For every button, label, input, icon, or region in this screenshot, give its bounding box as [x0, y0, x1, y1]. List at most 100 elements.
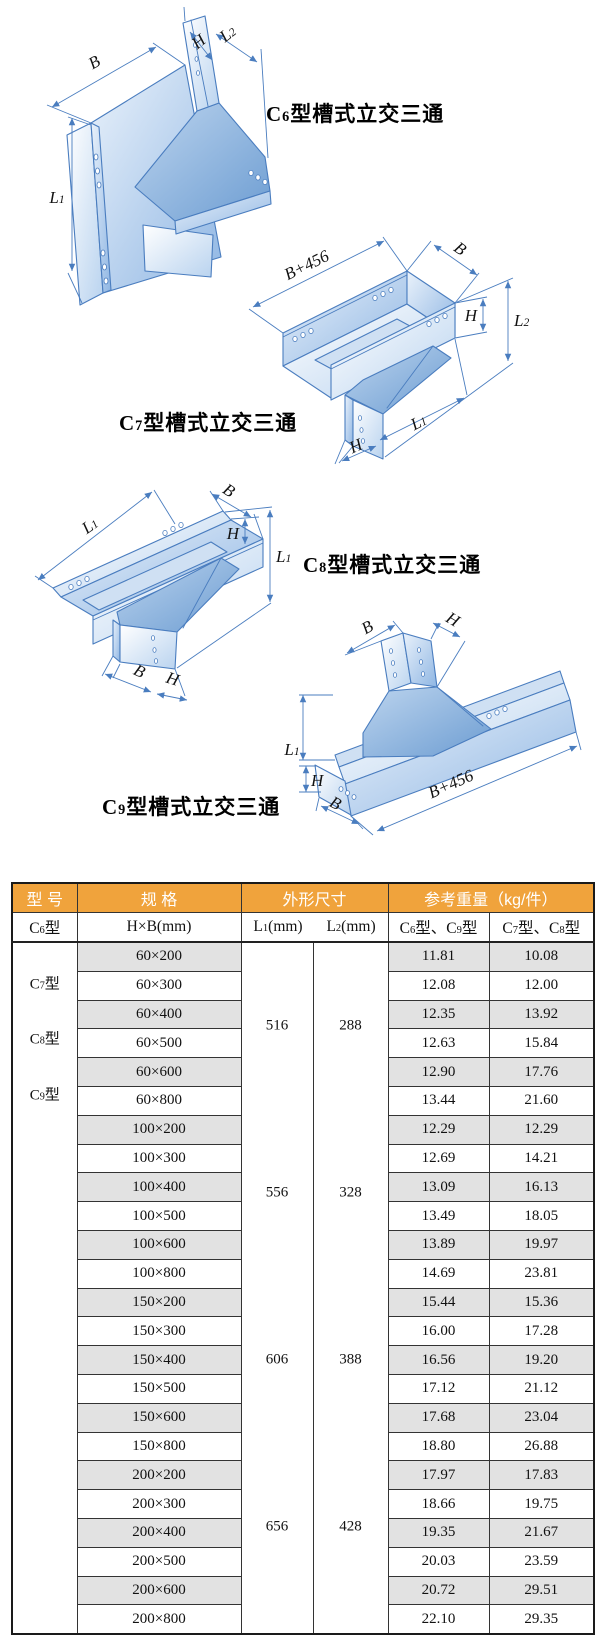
spec-cell: 60×300 [76, 970, 242, 1001]
subheader-l1: L1(mm) [253, 918, 303, 935]
spec-cell: 200×800 [76, 1604, 242, 1635]
subheader-spec: H×B(mm) [76, 912, 242, 943]
weight-c7c8-cell: 12.29 [488, 1114, 595, 1145]
spec-cell: 150×300 [76, 1316, 242, 1347]
weight-c6c9-cell: 20.03 [387, 1546, 490, 1577]
weight-c7c8-cell: 19.97 [488, 1229, 595, 1260]
weight-c7c8-cell: 29.51 [488, 1575, 595, 1606]
spec-cell: 150×400 [76, 1345, 242, 1375]
figure-c7-drawing: B+456 B H L2 L1 H [225, 228, 565, 465]
c7-body [282, 270, 456, 460]
figure-c8-drawing: L1 B H L1 B H [25, 462, 295, 702]
spec-cell: 100×600 [76, 1229, 242, 1260]
dim-label-H: H [226, 524, 241, 543]
dim-label-B: B [219, 480, 239, 502]
spec-cell: 200×400 [76, 1517, 242, 1548]
weight-c7c8-cell: 15.36 [488, 1287, 595, 1318]
weight-c6c9-cell: 12.29 [387, 1114, 490, 1145]
weight-c6c9-cell: 17.97 [387, 1460, 490, 1491]
weight-c7c8-cell: 13.92 [488, 999, 595, 1030]
dim-label-H2: H [163, 668, 183, 691]
dim-label-L1: L1 [283, 740, 299, 759]
perforation-slots [338, 647, 508, 800]
spec-cell: 150×800 [76, 1431, 242, 1462]
dim-label-B: B [450, 238, 470, 260]
dim-value: 606 [265, 1351, 289, 1368]
spec-cell: 150×600 [76, 1402, 242, 1433]
weight-c7c8-cell: 19.20 [488, 1345, 595, 1375]
weight-c6c9-cell: 20.72 [387, 1575, 490, 1606]
dim-label-L1: L1 [407, 410, 430, 434]
weight-c7c8-cell: 21.60 [488, 1085, 595, 1116]
dim-label-L1: L1 [48, 188, 64, 207]
weight-c7c8-cell: 14.21 [488, 1143, 595, 1174]
spec-cell: 150×500 [76, 1373, 242, 1404]
weight-c6c9-cell: 13.44 [387, 1085, 490, 1116]
c7-dimensions: B+456 B H L2 L1 H [248, 236, 529, 465]
spec-cell: 200×300 [76, 1489, 242, 1519]
dim-value: 288 [339, 1017, 362, 1034]
weight-c6c9-cell: 12.69 [387, 1143, 490, 1174]
weight-c6c9-cell: 12.08 [387, 970, 490, 1001]
subheader-weight-c6c9: C6型、C9型 [387, 912, 490, 943]
weight-c6c9-cell: 13.49 [387, 1201, 490, 1231]
figure-caption-c9: C9型槽式立交三通 [102, 795, 281, 819]
weight-c6c9-cell: 17.68 [387, 1402, 490, 1433]
subheader-model: C6型 [11, 912, 78, 943]
spec-cell: 100×300 [76, 1143, 242, 1174]
weight-c7c8-cell: 15.84 [488, 1028, 595, 1059]
spec-cell: 100×200 [76, 1114, 242, 1145]
weight-c7c8-cell: 18.05 [488, 1201, 595, 1231]
header-dims: 外形尺寸 [240, 882, 389, 913]
spec-cell: 60×600 [76, 1057, 242, 1087]
header-spec: 规 格 [76, 882, 242, 913]
weight-c7c8-cell: 16.13 [488, 1172, 595, 1203]
c8-dimensions: L1 B H L1 B H [34, 480, 291, 702]
weight-c6c9-cell: 12.63 [387, 1028, 490, 1059]
weight-c6c9-cell: 22.10 [387, 1604, 490, 1635]
dim-label-B456: B+456 [281, 246, 332, 284]
spec-cell: 200×500 [76, 1546, 242, 1577]
weight-c7c8-cell: 21.67 [488, 1517, 595, 1548]
spec-cell: 200×600 [76, 1575, 242, 1606]
weight-c6c9-cell: 16.00 [387, 1316, 490, 1347]
figure-caption-c6: C6型槽式立交三通 [266, 102, 445, 126]
weight-c6c9-cell: 14.69 [387, 1258, 490, 1289]
spec-cell: 60×800 [76, 1085, 242, 1116]
spec-cell: 200×200 [76, 1460, 242, 1491]
weight-c7c8-cell: 17.28 [488, 1316, 595, 1347]
subheader-l2: L2(mm) [326, 918, 376, 935]
dim-value: 428 [339, 1518, 362, 1535]
dim-label-B: B [358, 616, 377, 638]
weight-c6c9-cell: 13.09 [387, 1172, 490, 1203]
weight-c6c9-cell: 12.90 [387, 1057, 490, 1087]
dim-label-L2: L2 [513, 311, 529, 330]
weight-c7c8-cell: 23.59 [488, 1546, 595, 1577]
figure-c9-drawing: B H L1 H B B+456 [283, 583, 588, 838]
dim-label-L2: L2 [215, 21, 240, 46]
dim-label-H: H [442, 607, 465, 631]
weight-c7c8-cell: 23.04 [488, 1402, 595, 1433]
weight-c6c9-cell: 13.89 [387, 1229, 490, 1260]
weight-c7c8-cell: 26.88 [488, 1431, 595, 1462]
spec-cell: 60×200 [76, 941, 242, 972]
spec-cell: 60×400 [76, 999, 242, 1030]
table-subheader-row: C6型 H×B(mm) L1(mm) L2(mm) C6型、C9型 C7型、C8… [11, 912, 595, 943]
